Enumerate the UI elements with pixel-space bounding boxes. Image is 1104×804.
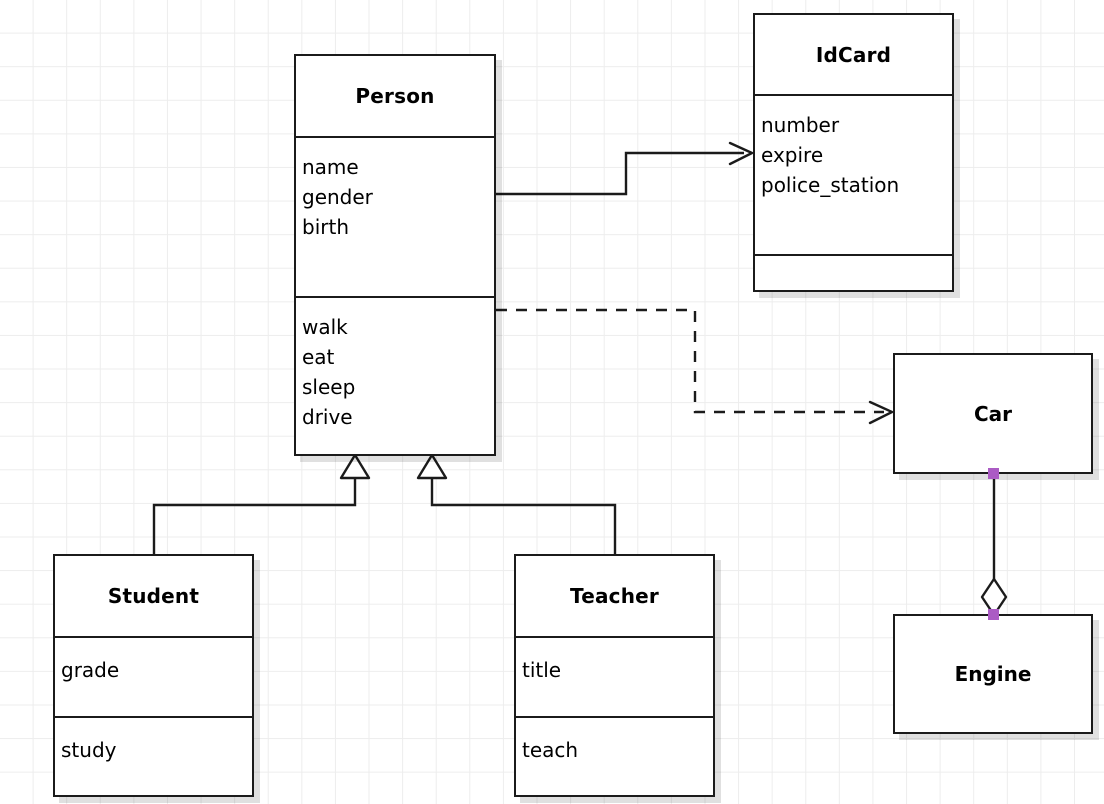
attribute-item: expire (761, 143, 824, 167)
connector-person-idcard[interactable] (496, 141, 754, 196)
method-item: drive (302, 405, 353, 429)
class-methods-student: study (55, 716, 252, 795)
method-item: teach (522, 738, 579, 762)
uml-class-idcard[interactable]: IdCard number expire police_station (753, 13, 954, 292)
class-methods-person: walk eat sleep drive (296, 296, 494, 454)
connector-teacher-person[interactable] (416, 453, 617, 554)
attribute-item: name (302, 155, 359, 179)
class-title-person: Person (355, 84, 435, 108)
class-attributes-teacher: title (516, 636, 713, 716)
attribute-item: gender (302, 185, 373, 209)
class-methods-teacher: teach (516, 716, 713, 795)
uml-class-student[interactable]: Student grade study (53, 554, 254, 797)
class-title-idcard: IdCard (815, 42, 892, 67)
attribute-item: number (761, 113, 840, 137)
car-bottom-handle[interactable] (988, 468, 999, 479)
class-title-engine: Engine (954, 662, 1032, 686)
method-item: eat (302, 345, 335, 369)
class-methods-idcard (755, 254, 952, 290)
method-item: walk (302, 315, 348, 339)
method-item: sleep (302, 375, 356, 399)
attribute-item: police_station (761, 173, 900, 197)
uml-class-teacher[interactable]: Teacher title teach (514, 554, 715, 797)
attribute-item: grade (61, 658, 120, 682)
connector-student-person[interactable] (152, 453, 371, 554)
connector-car-engine[interactable] (980, 474, 1008, 617)
uml-class-person[interactable]: Person name gender birth walk eat sleep … (294, 54, 496, 456)
class-title-student: Student (107, 584, 200, 608)
uml-class-car[interactable]: Car (893, 353, 1093, 474)
attribute-item: birth (302, 215, 349, 239)
class-attributes-idcard: number expire police_station (755, 94, 952, 254)
class-attributes-student: grade (55, 636, 252, 716)
engine-top-handle[interactable] (988, 609, 999, 620)
class-attributes-person: name gender birth (296, 136, 494, 296)
class-title-teacher: Teacher (570, 584, 659, 608)
uml-class-engine[interactable]: Engine (893, 614, 1093, 734)
connector-person-car[interactable] (496, 308, 894, 425)
method-item: study (61, 738, 117, 762)
attribute-item: title (522, 658, 562, 682)
class-title-car: Car (973, 401, 1013, 426)
